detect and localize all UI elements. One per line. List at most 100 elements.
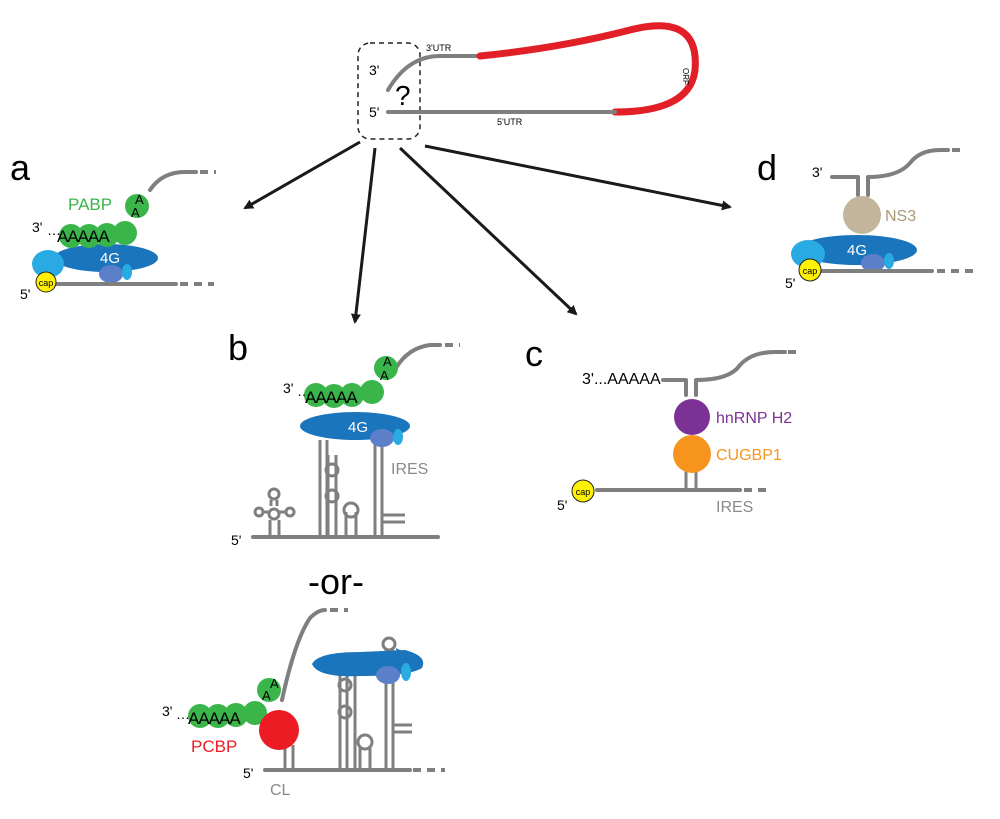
- panel-b-alt-eif4a: [376, 666, 400, 684]
- pabp-unit: [95, 223, 119, 247]
- pabp-unit: [340, 383, 364, 407]
- panel-b-a-tail: A: [380, 368, 389, 383]
- pabp-unit: [304, 383, 328, 407]
- utr3-label: 3'UTR: [426, 43, 452, 53]
- panel-c-stem: [684, 470, 698, 490]
- panel-b-eif4b: [393, 429, 403, 445]
- panel-c-end3-polya: 3'...AAAAA: [582, 371, 661, 388]
- pabp-unit: [257, 678, 281, 702]
- b-loop: [342, 501, 360, 519]
- panel-b: b: [228, 327, 460, 602]
- panel-a-end5: 5': [20, 286, 30, 302]
- ns3-label: NS3: [885, 208, 916, 225]
- panel-c-cap: [571, 479, 595, 503]
- panel-a-a-tail: A: [135, 192, 144, 207]
- panel-a-letter: a: [10, 147, 31, 188]
- orf-line: [476, 22, 699, 116]
- pabp-label: PABP: [68, 195, 112, 214]
- top-mrna-schematic: 3'UTR 5'UTR ORF 3' 5' ?: [357, 22, 699, 140]
- panel-a: a cap PABP 3' … AAAAA A A 4G 5': [10, 147, 216, 302]
- panel-d-cap: [798, 258, 822, 282]
- or-label: -or-: [308, 561, 364, 602]
- panel-b-alt-a-tail: A: [270, 676, 279, 691]
- hnrnp-protein: [674, 399, 710, 435]
- arrow-to-c: [398, 146, 578, 316]
- panel-d-rna-3prime: [830, 148, 950, 197]
- panel-b-a-tail: A: [383, 354, 392, 369]
- pabp-unit: [206, 704, 230, 728]
- ns3-protein: [843, 196, 881, 234]
- panel-b-alt-ellipsis: …: [176, 706, 190, 722]
- b-alt-loop: [337, 677, 353, 693]
- b-alt-loop: [381, 636, 397, 652]
- panel-a-eif4e: [32, 250, 64, 278]
- panel-a-cap-label: cap: [39, 278, 54, 288]
- arrows: [243, 140, 732, 324]
- panel-a-polya: AAAAA: [57, 227, 110, 246]
- panel-a-eif4g: [54, 244, 158, 272]
- panel-b-alt-rna-3prime: [280, 608, 327, 702]
- cl-label: CL: [270, 782, 291, 799]
- top-end5-label: 5': [369, 104, 379, 120]
- panel-a-rna-3prime: [148, 170, 198, 192]
- panel-b-alt-end5: 5': [243, 765, 253, 781]
- panel-b-alt-eif4b: [401, 663, 411, 681]
- utr5-label: 5'UTR: [497, 117, 523, 127]
- panel-a-cap: [35, 271, 57, 293]
- pabp-unit: [322, 384, 346, 408]
- panel-b-4g-label: 4G: [348, 419, 368, 436]
- panel-b-eif4a: [370, 429, 394, 447]
- panel-b-ires-structure: [251, 440, 440, 539]
- panel-a-eif4a: [99, 265, 123, 283]
- panel-b-ires-label: IRES: [391, 461, 428, 478]
- pabp-unit: [113, 221, 137, 245]
- b-loop: [267, 507, 281, 521]
- b-loop: [267, 487, 281, 501]
- question-box: [357, 42, 421, 140]
- panel-d-letter: d: [757, 147, 777, 188]
- arrow-to-b: [350, 147, 377, 324]
- panel-a-end3: 3': [32, 219, 42, 235]
- utr3-line: [386, 54, 482, 92]
- pcbp-protein: [259, 710, 299, 750]
- pabp-unit: [59, 224, 83, 248]
- panel-b-alt-end3: 3': [162, 703, 172, 719]
- panel-c-rna-3prime: [661, 350, 787, 397]
- cugbp-label: CUGBP1: [716, 447, 782, 464]
- pabp-unit: [374, 356, 398, 380]
- panel-d-eif4b: [884, 253, 894, 269]
- b-alt-stem: [358, 748, 372, 770]
- b-stem-1: [268, 520, 281, 537]
- hnrnp-label: hnRNP H2: [716, 410, 792, 427]
- panel-d-end5: 5': [785, 275, 795, 291]
- b-stem-3: [326, 455, 338, 537]
- b-loop: [253, 506, 265, 518]
- panel-a-4g-label: 4G: [100, 250, 120, 267]
- pabp-unit: [77, 224, 101, 248]
- pabp-unit: [243, 701, 267, 725]
- b-stem-5: [373, 440, 384, 537]
- cl-stem: [283, 745, 295, 770]
- panel-c-end5: 5': [557, 497, 567, 513]
- panel-b-alt-polya: AAAAA: [188, 709, 241, 728]
- panel-c-ires-label: IRES: [716, 499, 753, 516]
- panel-b-rna-3prime: [394, 343, 442, 370]
- panel-a-a-tail: A: [131, 205, 140, 220]
- panel-d-end3: 3': [812, 164, 822, 180]
- b-stem: [269, 500, 279, 506]
- panel-c-cap-label: cap: [576, 487, 591, 497]
- panel-b-end3: 3': [283, 380, 293, 396]
- pabp-unit: [188, 704, 212, 728]
- panel-b-polya: AAAAA: [305, 388, 358, 407]
- panel-c: c cap 3'...AAAAA hnRNP H2 CUGBP1 5' IRES: [525, 333, 802, 516]
- panel-c-letter: c: [525, 333, 543, 374]
- orf-label: ORF: [681, 68, 690, 85]
- b-stem-2: [318, 440, 329, 537]
- b-alt-loop: [356, 733, 374, 751]
- top-end3-label: 3': [369, 62, 379, 78]
- b-loop: [324, 462, 340, 478]
- b-side-stem: [382, 513, 405, 524]
- panel-a-ellipsis: …: [47, 222, 61, 238]
- b-alt-loop: [337, 704, 353, 720]
- panel-b-alt-a-tail: A: [262, 688, 271, 703]
